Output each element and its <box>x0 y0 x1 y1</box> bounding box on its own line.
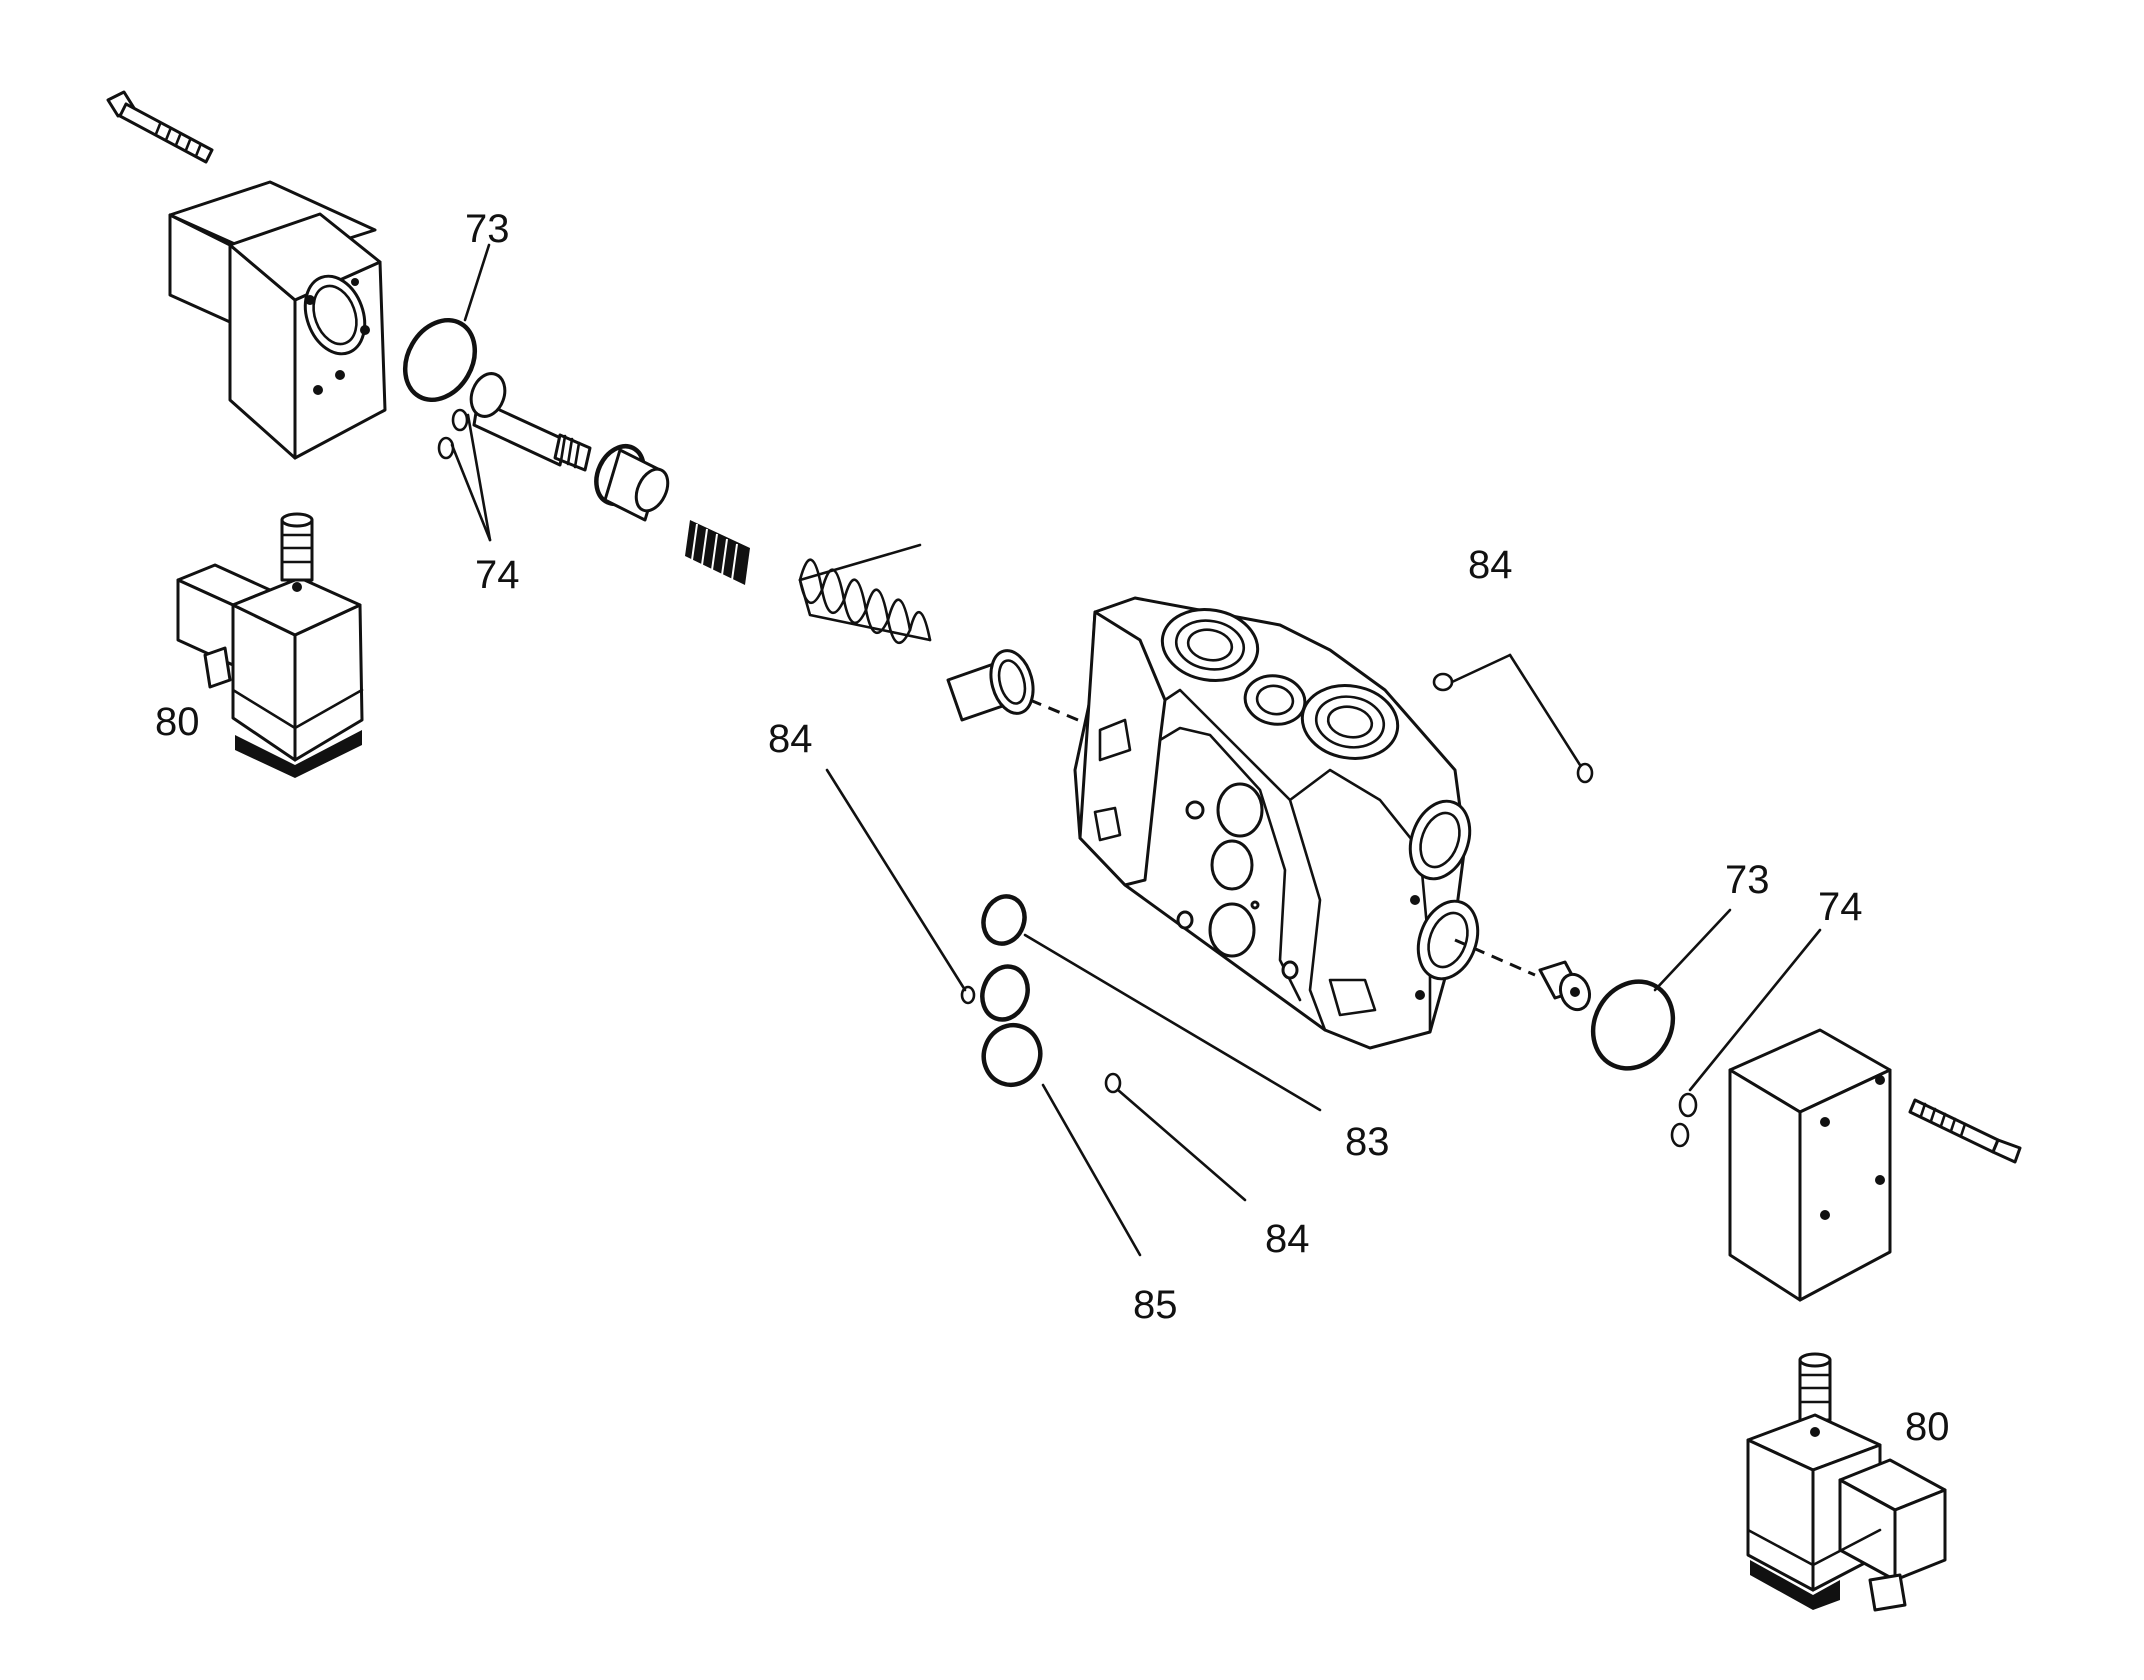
callout-84-left: 84 <box>768 717 813 761</box>
o-ring-83 <box>981 894 1027 946</box>
callout-83: 83 <box>1345 1120 1390 1164</box>
callout-84-bottom: 84 <box>1265 1217 1310 1261</box>
ring-84-bottom <box>1104 1072 1122 1094</box>
sleeve <box>946 649 1035 722</box>
small-spring <box>685 520 750 585</box>
ring-74-right-a <box>1678 1092 1698 1118</box>
o-ring-73-left <box>402 318 478 402</box>
ring-74-left-a <box>451 408 469 432</box>
large-spring <box>798 543 932 644</box>
leader-lines <box>450 243 1822 1257</box>
callout-74-left: 74 <box>475 553 520 597</box>
axis-line-left <box>1029 698 1091 727</box>
callout-73-right: 73 <box>1725 858 1770 902</box>
end-cap-left <box>168 180 387 460</box>
bolt-right <box>1908 1098 2022 1164</box>
callout-85: 85 <box>1133 1283 1178 1327</box>
ring-84-top-b <box>1576 762 1594 784</box>
ring-84-top-a <box>1432 672 1454 692</box>
callout-80-left: 80 <box>155 700 200 744</box>
ring-74-right-b <box>1670 1122 1690 1148</box>
o-ring-85-a <box>980 964 1030 1022</box>
valve-body <box>1073 596 1480 1050</box>
callout-74-right: 74 <box>1818 885 1863 929</box>
callout-80-right: 80 <box>1905 1405 1950 1449</box>
end-cap-right <box>1728 1028 1892 1302</box>
ring-74-left-b <box>437 436 455 460</box>
callout-73-left: 73 <box>465 207 510 251</box>
ring-84-left <box>960 985 976 1005</box>
small-fitting <box>1538 960 1592 1012</box>
o-ring-73-right <box>1590 979 1676 1071</box>
solenoid-coil-right <box>1746 1352 1947 1612</box>
axis-line-right <box>1454 938 1536 977</box>
bolt-left <box>106 90 214 164</box>
bushing <box>594 444 670 522</box>
o-ring-85-b <box>981 1022 1043 1088</box>
callout-84-top: 84 <box>1468 543 1513 587</box>
solenoid-coil-left <box>176 512 364 778</box>
spool-shaft <box>469 372 592 472</box>
